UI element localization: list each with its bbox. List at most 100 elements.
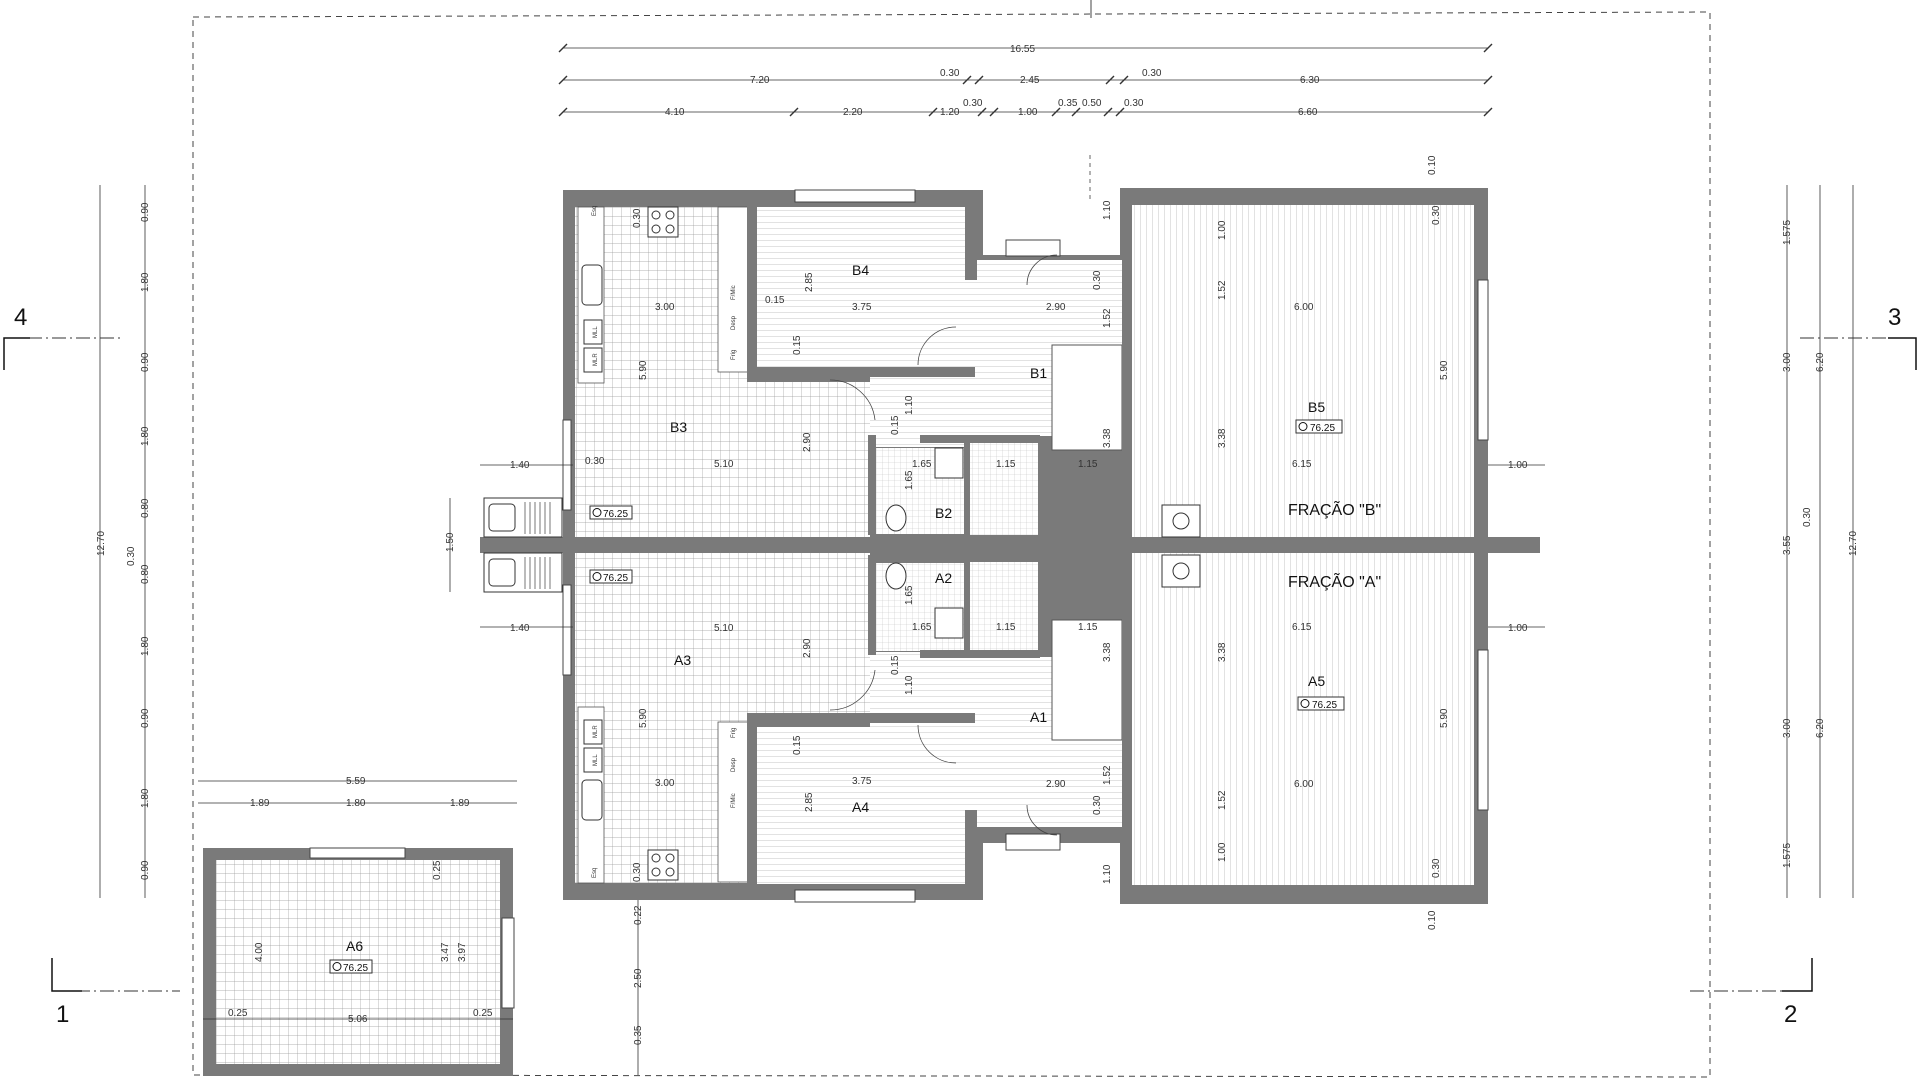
level-badge-a5: 76.25: [1297, 696, 1345, 711]
dim-v-338b: 3.38: [1217, 642, 1228, 662]
dim-top-total: 16.55: [1010, 44, 1035, 55]
dim-a3-width: 5.10: [714, 623, 734, 634]
dim-v-110b: 1.10: [1102, 864, 1113, 884]
dim-bath-b2: 1.15: [1078, 459, 1098, 470]
axis-2: 2: [1690, 958, 1813, 1028]
dim-v-030b: 0.30: [632, 862, 643, 882]
dimension-labels: 16.55 7.20 0.30 2.45 0.30 6.30 4.10 2.20…: [96, 44, 1859, 1045]
label-b3: B3: [670, 419, 687, 435]
dim-side-140: 1.40: [510, 460, 530, 471]
dim-kitchen-bot: 3.00: [655, 778, 675, 789]
dim-left-3: 1.80: [140, 426, 151, 446]
dim-b5-width: 6.00: [1294, 302, 1314, 313]
dim-v-030e: 0.30: [1092, 270, 1103, 290]
dim-top2-3: 0.30: [1142, 68, 1162, 79]
dim-bath-b: 1.15: [996, 459, 1016, 470]
dim-v-152: 1.52: [1217, 280, 1228, 300]
level-badge-a6: 76.25: [329, 959, 373, 974]
svg-text:76.25: 76.25: [1312, 700, 1337, 711]
level-badge-a3: 76.25: [589, 569, 633, 584]
level-badge-b5: 76.25: [1295, 419, 1343, 434]
axis-3: 3: [1800, 304, 1917, 370]
hob-b: [647, 206, 679, 238]
fixture-mlr-b: MLR: [593, 353, 599, 366]
dim-left-6: 0.80: [140, 564, 151, 584]
axis-1: 1: [51, 958, 180, 1028]
label-fracao-a: FRAÇÃO "A": [1288, 571, 1381, 591]
dim-v-110d: 1.10: [904, 675, 915, 695]
fixture-eq-a: Esq: [592, 868, 598, 878]
dim-v-010b: 0.10: [1427, 910, 1438, 930]
dim-h-030: 0.30: [585, 456, 605, 467]
dim-a6-025c: 0.25: [432, 860, 443, 880]
dim-side-140b: 1.40: [510, 623, 530, 634]
dim-a6-025: 0.25: [228, 1008, 248, 1019]
dim-v-015d: 0.15: [890, 655, 901, 675]
label-a3: A3: [674, 652, 691, 668]
axis-label-1: 1: [56, 1001, 69, 1028]
dim-left-5: 0.30: [126, 546, 137, 566]
dim-a6-397: 3.97: [457, 942, 468, 962]
fixture-desp-a: Desp: [731, 757, 737, 772]
fixture-frig-b: Frig: [731, 350, 737, 360]
dim-a6-sub-0: 1.89: [250, 798, 270, 809]
hob-a: [647, 849, 679, 881]
dim-a6-347: 3.47: [440, 942, 451, 962]
dim-right-mid-1: 6.20: [1815, 718, 1826, 738]
dim-v-100b: 1.00: [1217, 842, 1228, 862]
dim-v-338: 3.38: [1217, 428, 1228, 448]
dim-side-100b: 1.00: [1508, 623, 1528, 634]
dim-b3-width: 5.10: [714, 459, 734, 470]
dim-top3-5: 0.35: [1058, 98, 1078, 109]
axis-label-3: 3: [1888, 304, 1901, 331]
dim-v-110c: 1.10: [904, 395, 915, 415]
dim-a5-width: 6.00: [1294, 779, 1314, 790]
sink-b: [581, 264, 603, 306]
dim-165: 1.65: [912, 459, 932, 470]
svg-text:76.25: 76.25: [343, 963, 368, 974]
label-b4: B4: [852, 262, 869, 278]
dim-bath-a2: 1.15: [1078, 622, 1098, 633]
room-b5-floor: [1132, 205, 1474, 540]
room-labels: B4 B3 B1 B2 B5 A2 A3 A1 A4 A5 A6 FRAÇÃO …: [346, 262, 1381, 954]
fixture-frig-a: Frig: [731, 728, 737, 738]
dim-v-010: 0.10: [1427, 155, 1438, 175]
dim-right-5: 1.575: [1782, 843, 1793, 868]
level-badges: 76.25 76.25 76.25 76.25 76.25: [329, 419, 1345, 974]
level-badge-b3: 76.25: [589, 505, 633, 520]
dim-v-015: 0.15: [792, 335, 803, 355]
dim-v-015b: 0.15: [792, 735, 803, 755]
dim-v-590c: 5.90: [1439, 360, 1450, 380]
dim-bottom-022: 0.22: [633, 905, 644, 925]
dim-left-9: 1.80: [140, 788, 151, 808]
label-a1: A1: [1030, 709, 1047, 725]
svg-text:76.25: 76.25: [603, 509, 628, 520]
dim-a6-sub-1: 1.80: [346, 798, 366, 809]
dim-right-1: 3.00: [1782, 352, 1793, 372]
annex-a6: [203, 847, 515, 1076]
fixture-mll-b: MLL: [593, 326, 599, 338]
dim-v-338c: 3.38: [1102, 428, 1113, 448]
building: Esq Esq MLL MLR MLR MLL F/Mic Desp Frig …: [480, 188, 1540, 904]
dim-top3-2: 1.20: [940, 107, 960, 118]
dim-a6-width: 5.06: [348, 1014, 368, 1025]
dim-left-0: 0.90: [140, 202, 151, 222]
dim-top2-2: 2.45: [1020, 75, 1040, 86]
dim-side-100: 1.00: [1508, 460, 1528, 471]
dim-left-4: 0.80: [140, 498, 151, 518]
dim-v-110: 1.10: [1102, 200, 1113, 220]
dim-left-2: 0.90: [140, 352, 151, 372]
dim-v-165: 1.65: [904, 470, 915, 490]
fixture-mlr-a: MLR: [593, 725, 599, 738]
dim-v-290b: 2.90: [802, 638, 813, 658]
dim-v-030f: 0.30: [1092, 795, 1103, 815]
dim-v-152c: 1.52: [1102, 308, 1113, 328]
dim-v-285b: 2.85: [804, 792, 815, 812]
dim-bottom-250: 2.50: [633, 968, 644, 988]
dim-v-030d: 0.30: [1431, 858, 1442, 878]
dim-right-total: 12.70: [1848, 531, 1859, 556]
dim-left-8: 0.90: [140, 708, 151, 728]
dim-v-030: 0.30: [632, 208, 643, 228]
dim-b4-width: 3.75: [852, 302, 872, 313]
